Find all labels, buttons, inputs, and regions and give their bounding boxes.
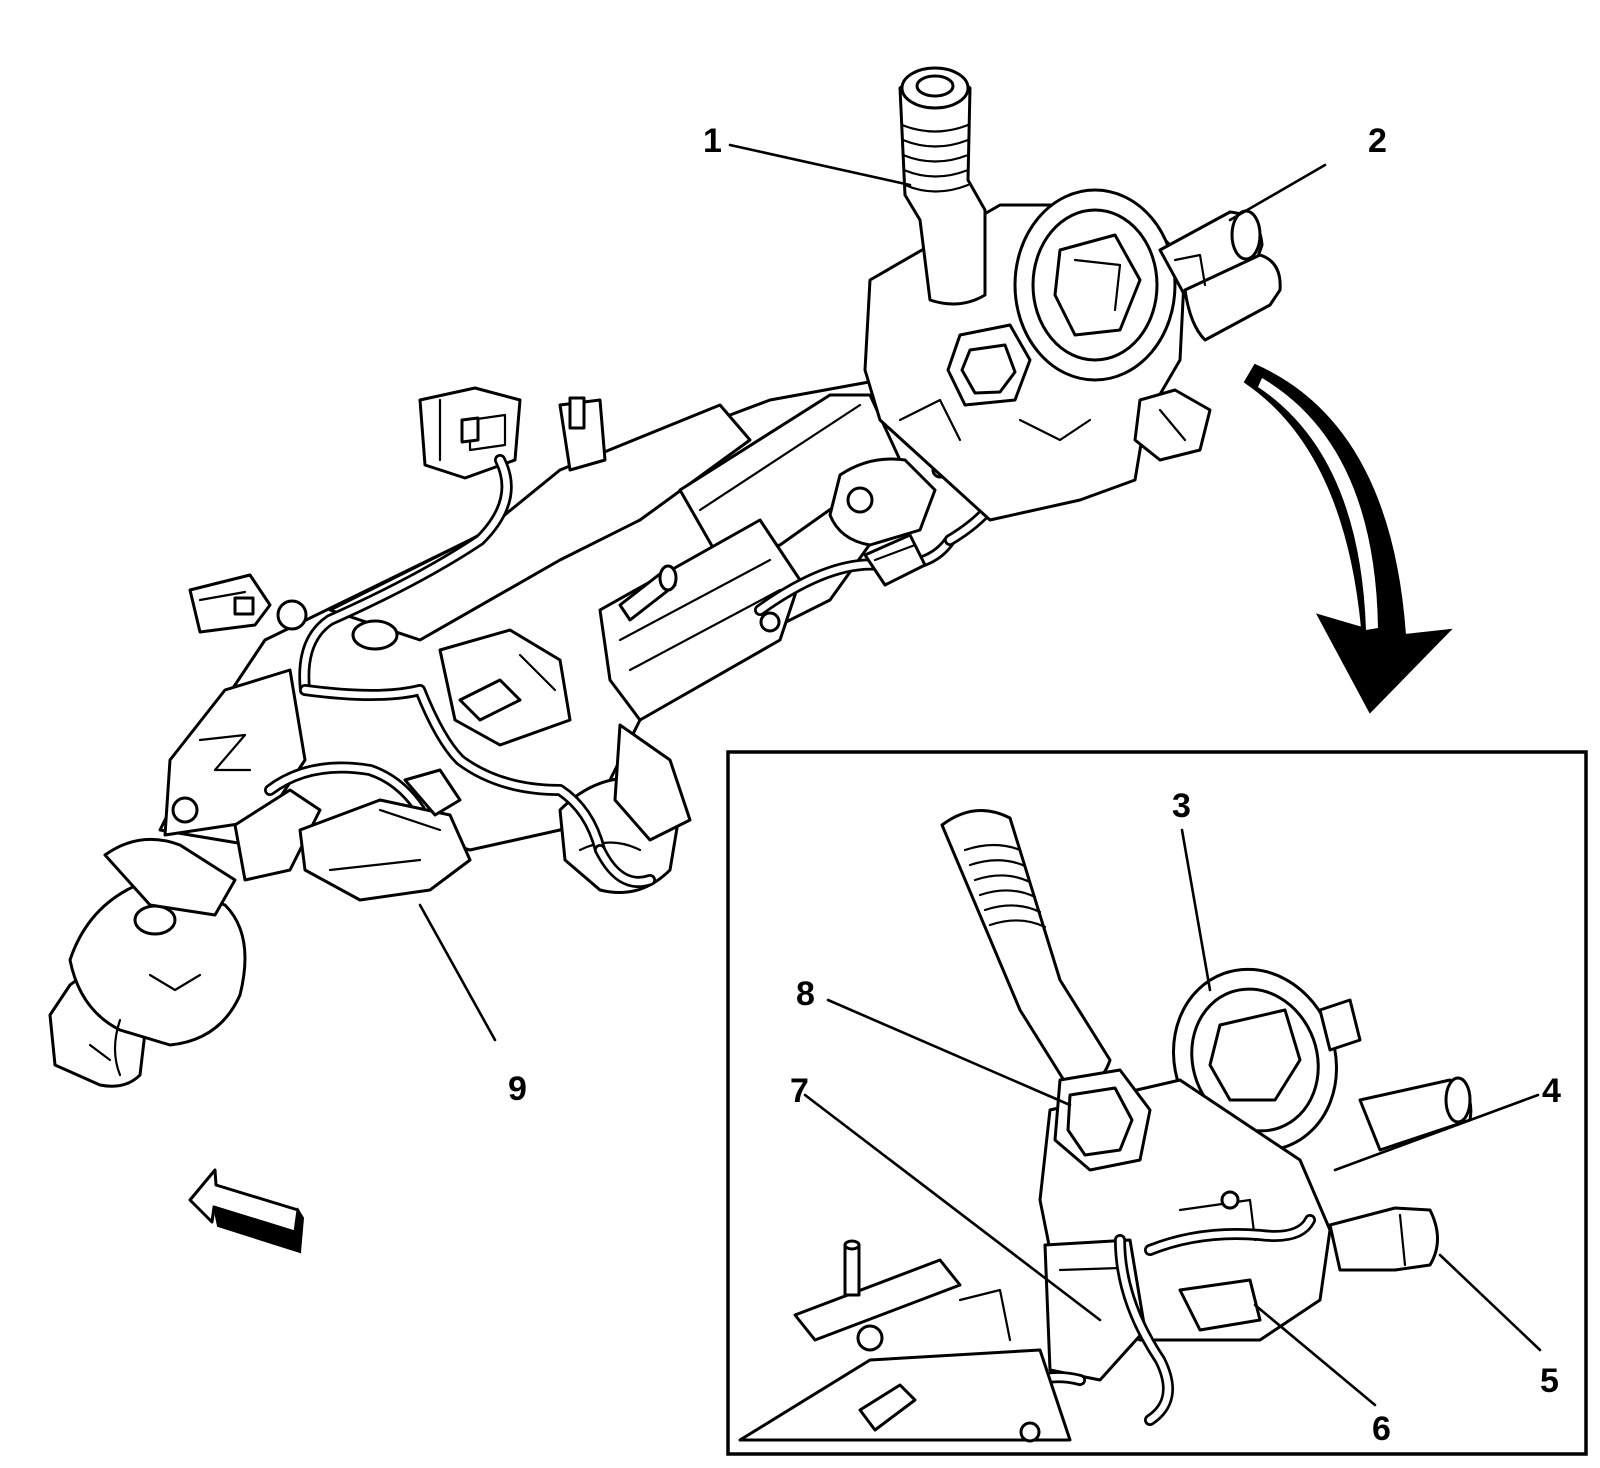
leader-6 [1253,1303,1377,1407]
ignition-switch-area [233,768,472,902]
detail-inset [726,750,1588,1456]
inset-column-plate [738,1239,1072,1443]
harness-connector-left [188,573,308,634]
lower-u-joint [48,837,247,1088]
wiper-lever [1158,209,1282,342]
turn-signal-lever [898,66,987,306]
main-leaders [418,143,1327,1042]
curved-arrow-icon [1243,363,1453,714]
leader-9 [418,903,497,1042]
callout-labels: 1 2 3 4 5 6 7 8 9 [508,122,1561,1448]
leader-1 [728,143,912,187]
callout-5: 5 [1540,1362,1559,1400]
leader-8 [826,998,1072,1107]
leader-4 [1333,1093,1540,1172]
callout-7: 7 [790,1072,809,1110]
callout-1: 1 [703,122,722,160]
callout-9: 9 [508,1070,527,1108]
callout-2: 2 [1368,122,1387,160]
callout-4: 4 [1542,1072,1561,1110]
leader-2 [1228,163,1327,222]
callout-6: 6 [1372,1410,1391,1448]
harness-connector-upper [418,386,522,480]
leader-5 [1438,1253,1542,1352]
steering-head [863,188,1212,522]
main-column-assembly [48,66,1282,1088]
forward-arrow-icon [188,1168,305,1254]
callout-8: 8 [796,975,815,1013]
callout-3: 3 [1172,787,1191,825]
inset-leaders [803,828,1542,1407]
leader-3 [1180,828,1212,992]
inset-wiper-lever [1328,1076,1473,1272]
inset-switch-housing [1038,1068,1332,1382]
leader-7 [803,1093,1102,1322]
